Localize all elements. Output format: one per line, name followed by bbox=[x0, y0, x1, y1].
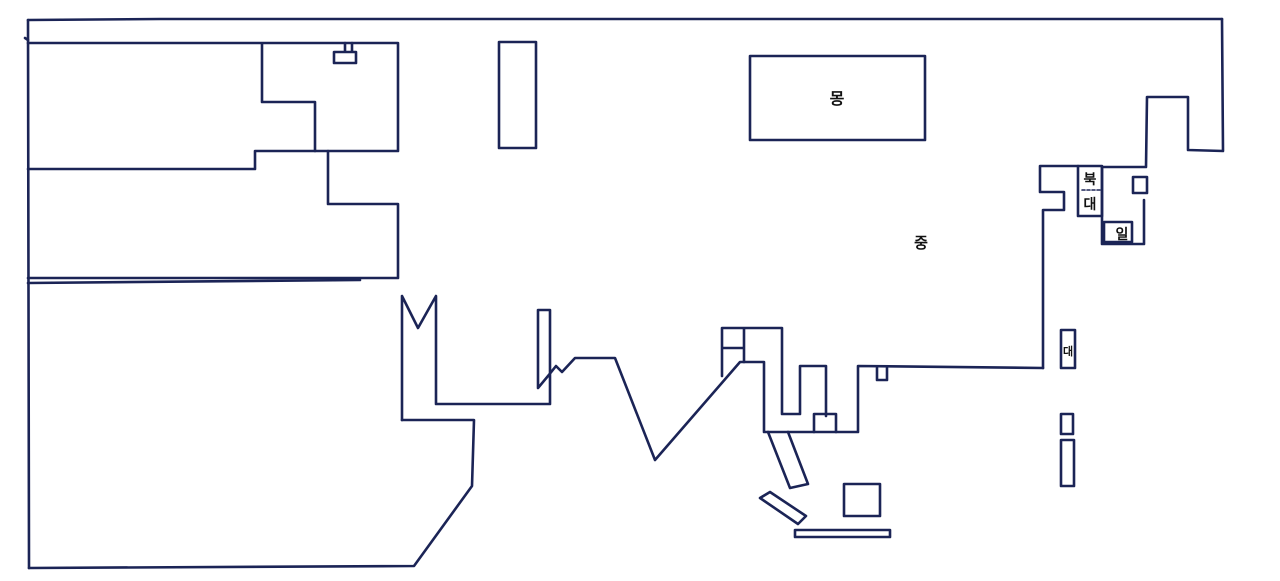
wall-stub bbox=[875, 366, 889, 382]
room-left-upper-bottom bbox=[26, 149, 317, 171]
outer-wall-right bbox=[1100, 17, 1225, 169]
fixture-top-small bbox=[332, 41, 358, 65]
small-slanted-piece bbox=[758, 490, 808, 526]
room-left-upper bbox=[26, 41, 400, 153]
right-wall-lower bbox=[1100, 165, 1146, 246]
tall-narrow-unit bbox=[497, 40, 538, 150]
outer-wall-left bbox=[26, 18, 31, 570]
label-buk: 북 bbox=[1084, 172, 1097, 188]
square-block bbox=[842, 482, 882, 518]
label-mong: 몽 bbox=[830, 89, 845, 108]
label-dae-lower: 대 bbox=[1063, 344, 1073, 358]
right-inner-wall bbox=[1038, 164, 1080, 370]
dae-box-lower bbox=[1059, 328, 1077, 370]
mong-box bbox=[748, 54, 927, 142]
closet-cluster bbox=[720, 326, 838, 434]
long-plank bbox=[793, 528, 892, 539]
small-square-right bbox=[1131, 175, 1149, 195]
outer-wall-left-inner bbox=[23, 36, 30, 42]
il-box bbox=[1102, 220, 1134, 244]
outer-wall-bottom bbox=[27, 418, 476, 570]
room-left-lower-top bbox=[26, 278, 362, 285]
slanted-bench bbox=[766, 430, 810, 490]
outer-wall-top bbox=[26, 17, 1224, 22]
small-unit-right-a bbox=[1059, 412, 1075, 436]
central-lower-wall bbox=[400, 294, 1045, 462]
label-dae-upper: 대 bbox=[1084, 197, 1097, 213]
label-jung: 중 bbox=[914, 234, 928, 252]
room-left-middle bbox=[26, 149, 400, 280]
label-il: 일 bbox=[1116, 227, 1129, 243]
small-unit-right-b bbox=[1059, 438, 1076, 488]
